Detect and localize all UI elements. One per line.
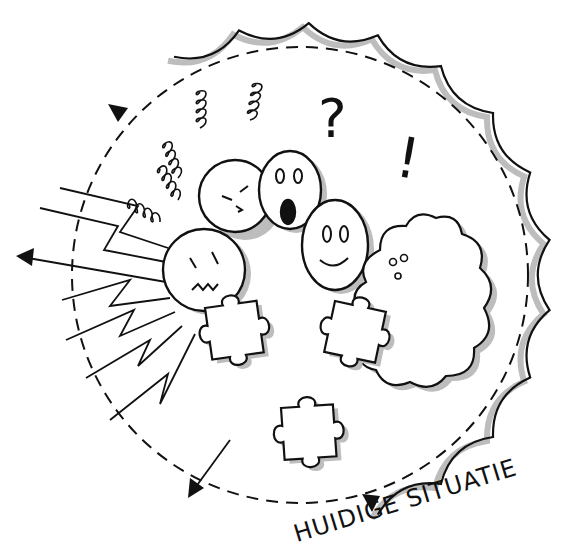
hair-spiral (196, 91, 206, 128)
cloud-figure (350, 214, 497, 391)
question-mark: ? (318, 92, 347, 146)
situation-caption: HUIDIGE SITUATIE (291, 455, 520, 546)
hair-spiral (246, 83, 262, 121)
hair-spiral (126, 198, 163, 225)
cycle-circle (72, 47, 528, 503)
hair-spiral (156, 165, 183, 202)
hair-spiral (162, 141, 184, 179)
exclamation-mark: ! (392, 129, 424, 188)
puzzle-pieces (195, 290, 402, 473)
faces (163, 151, 374, 315)
